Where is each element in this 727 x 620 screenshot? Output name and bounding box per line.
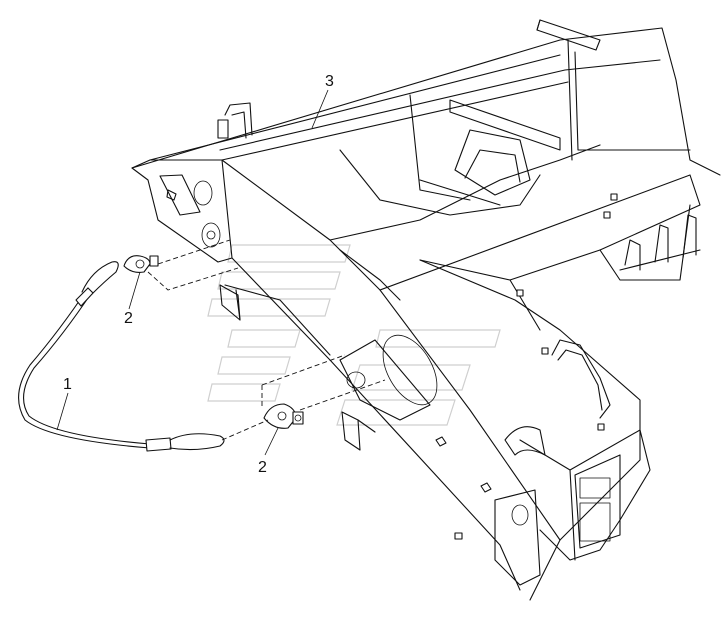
shackle-bottom xyxy=(263,403,304,429)
callout-1: 1 xyxy=(63,376,72,393)
callout-2-bottom: 2 xyxy=(258,459,267,476)
watermark-logo xyxy=(207,244,501,426)
assembly-lines xyxy=(147,239,386,441)
safety-cable xyxy=(18,261,225,452)
main-frame xyxy=(131,19,721,601)
callout-2-top: 2 xyxy=(124,310,133,327)
leader-lines xyxy=(56,89,329,456)
callout-3: 3 xyxy=(325,73,334,90)
shackle-top xyxy=(123,255,159,273)
